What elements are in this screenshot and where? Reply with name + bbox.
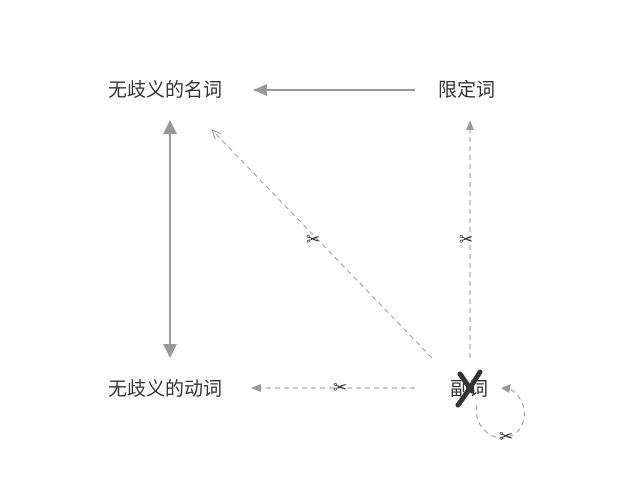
node-unambiguous-verb: 无歧义的动词: [108, 378, 222, 400]
scissors-icon: ✂: [306, 230, 320, 250]
arrowhead-down: [163, 344, 177, 358]
cross-mark-icon: [455, 369, 483, 408]
edge-adverb-to-noun: [212, 130, 433, 359]
scissors-icon: ✂: [459, 230, 473, 250]
scissors-icon: ✂: [499, 427, 513, 447]
scissors-icon: ✂: [333, 378, 347, 398]
arrowhead-up: [163, 120, 177, 134]
node-determiner: 限定词: [438, 79, 495, 101]
arrowhead-self-loop: [501, 384, 511, 393]
edge-adverb-self-loop: [475, 388, 525, 439]
node-unambiguous-noun: 无歧义的名词: [108, 79, 222, 101]
